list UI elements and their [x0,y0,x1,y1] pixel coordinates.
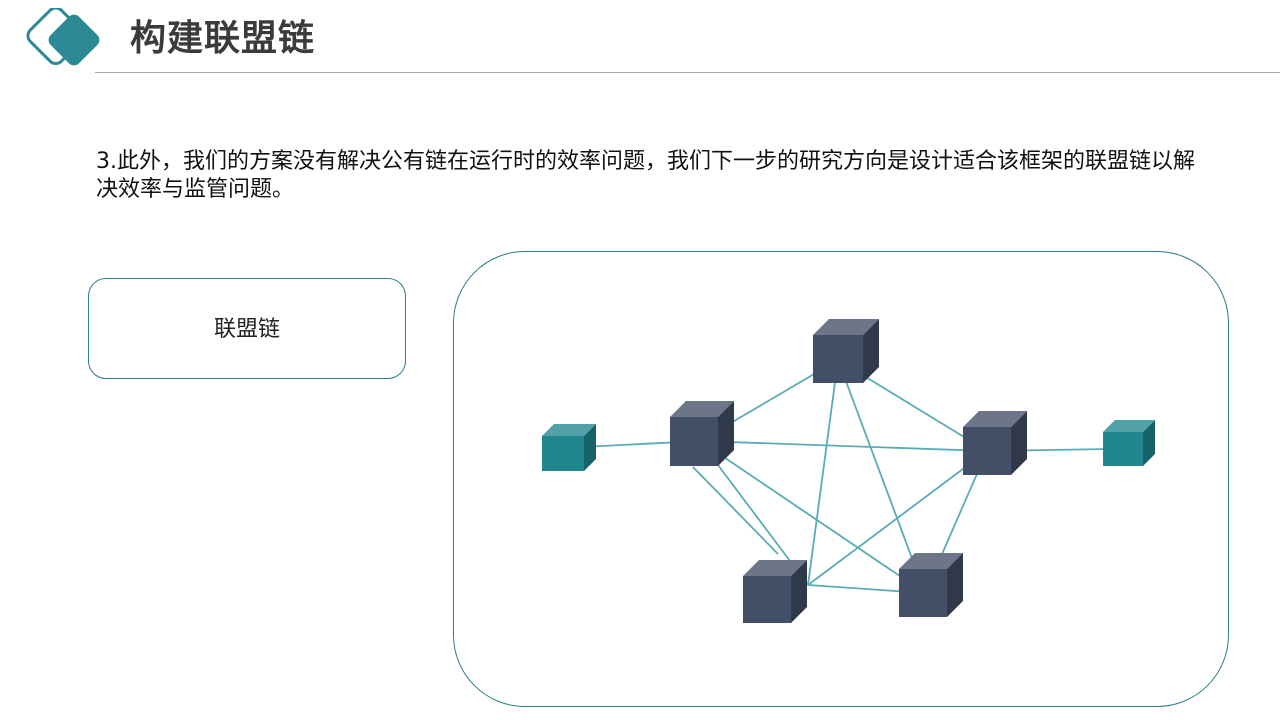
link-top-bottom-left [807,359,839,586]
page-title: 构建联盟链 [130,18,316,59]
node-top-cube-icon [813,319,879,383]
network-diagram-frame [453,251,1229,707]
node-bottom-right-cube-icon [899,553,963,617]
node-left-cube-icon [670,401,734,466]
link-left-right [699,440,988,452]
header-divider [95,72,1280,73]
node-bottom-left-cube-icon [743,560,807,623]
link-right-bottom-left [807,450,988,586]
body-paragraph: 3.此外，我们的方案没有解决公有链在运行时的效率问题，我们下一步的研究方向是设计… [96,149,1195,202]
node-teal-left-cube-icon [542,424,596,471]
consortium-chain-label-box: 联盟链 [88,278,406,379]
network-nodes [542,319,1155,623]
network-links [582,359,1111,594]
link-top-bottom-right [837,359,926,594]
node-right-cube-icon [963,411,1027,475]
label-box-text: 联盟链 [213,317,280,342]
logo-icon [26,8,100,66]
node-teal-right-cube-icon [1103,420,1155,466]
link-left-bottom-left-fragment [692,466,779,555]
link-left-bottom-right [699,440,926,594]
